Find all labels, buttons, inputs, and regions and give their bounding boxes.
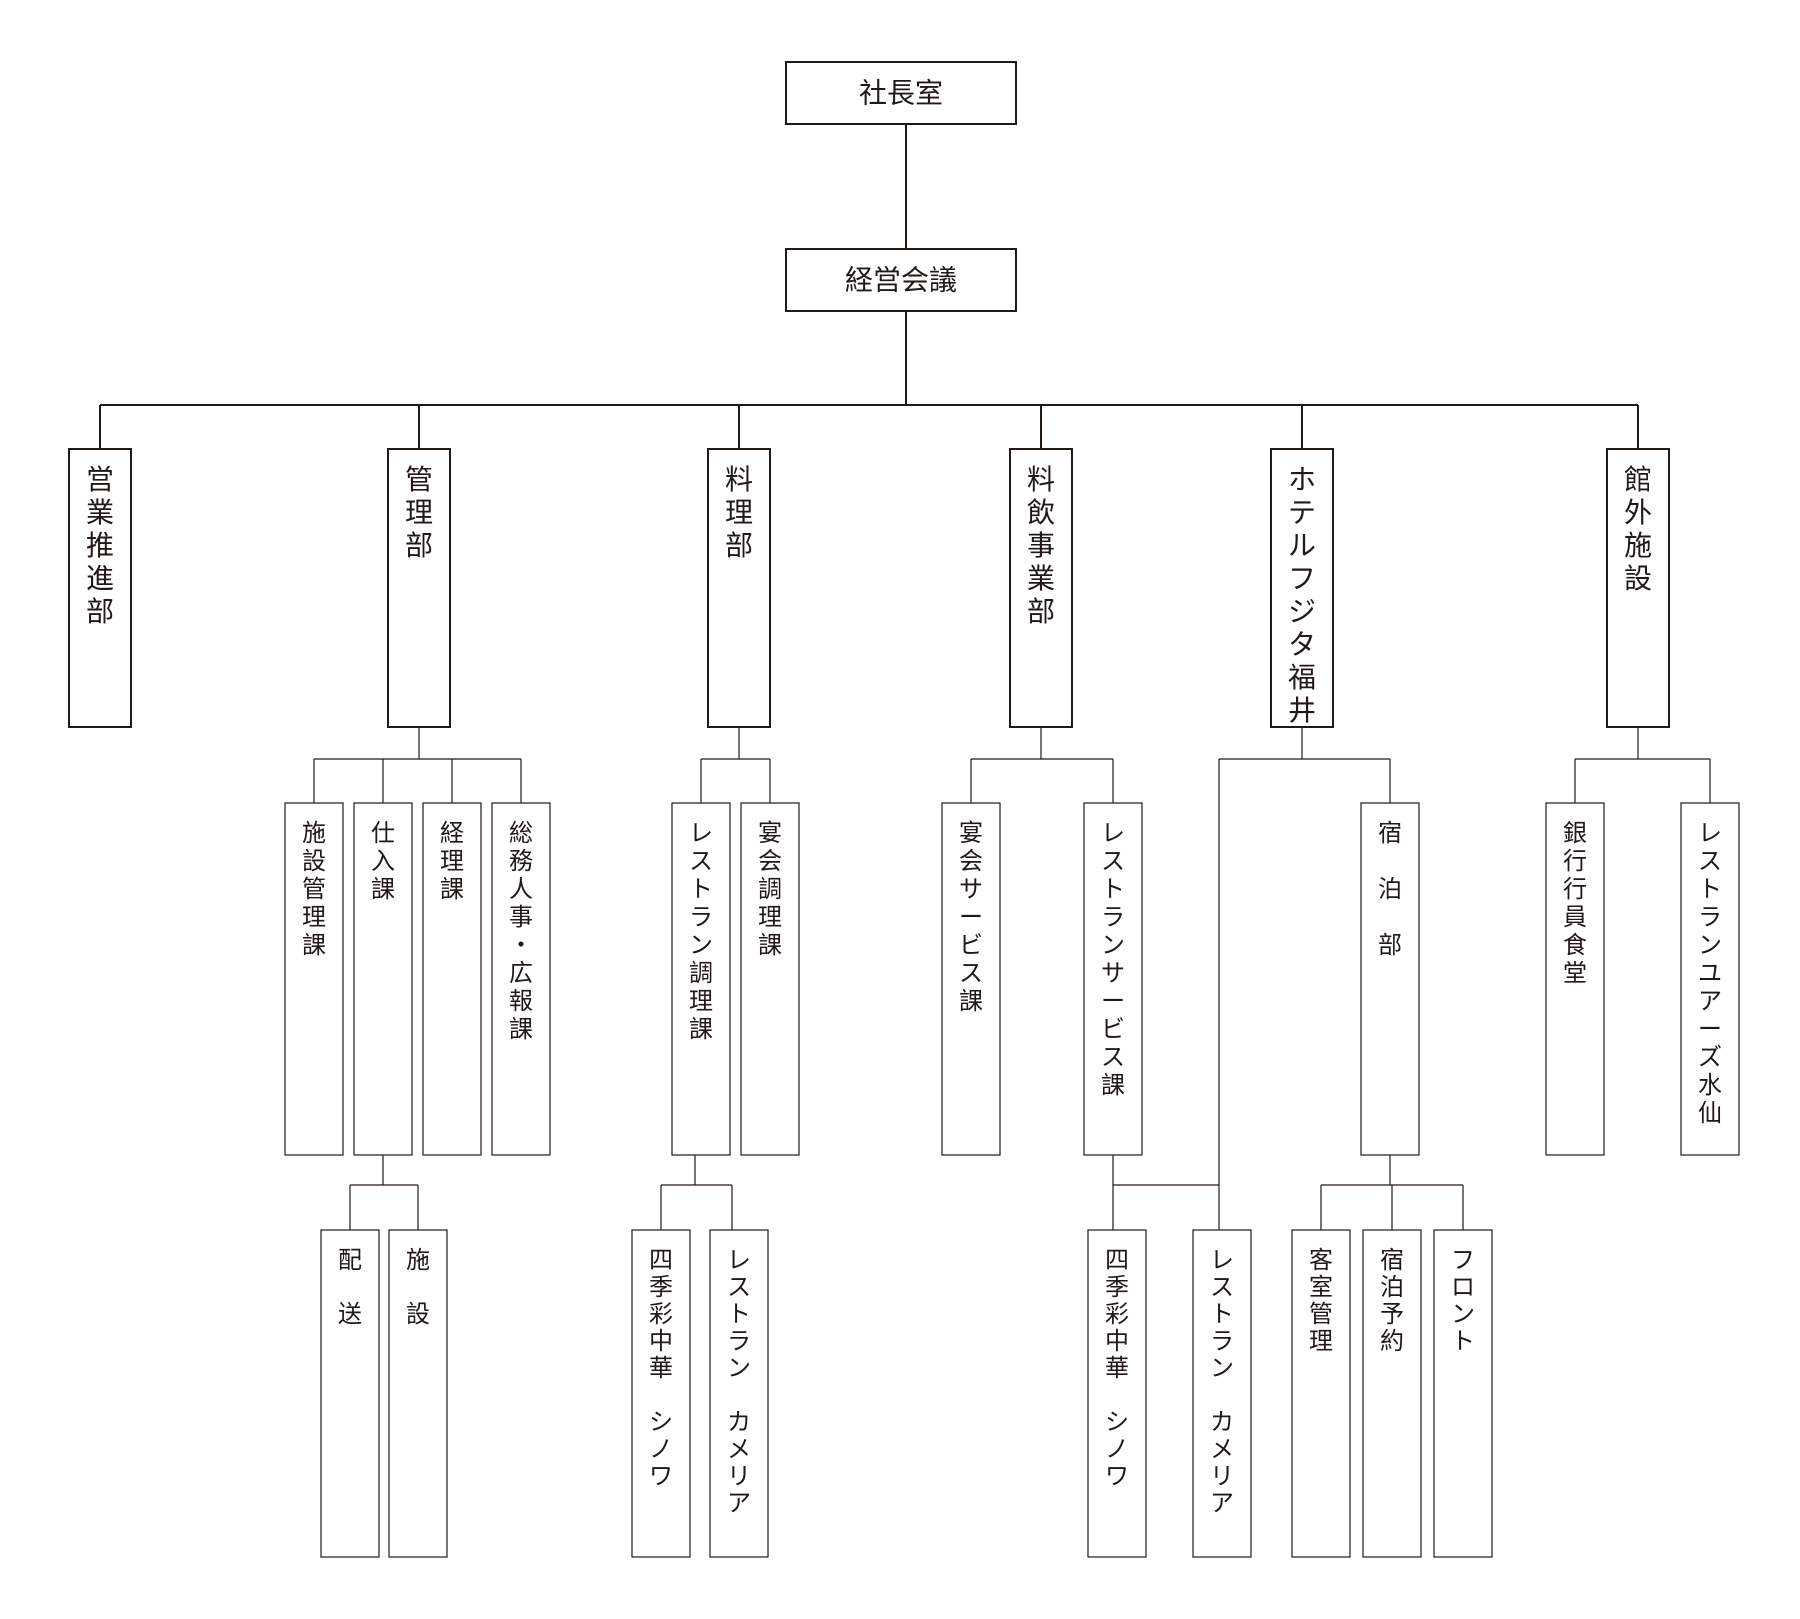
- box-banquet-service-frame: [941, 802, 1001, 1156]
- box-camellia-cooking-label: レストラン カメリア: [727, 1246, 751, 1517]
- box-bank-cafeteria: 銀行行員食堂: [1545, 802, 1605, 1156]
- box-management-meeting-label: 経営会議: [845, 264, 957, 297]
- box-restaurant-service: レストランサービス課: [1083, 802, 1143, 1156]
- box-banquet-service: 宴会サービス課: [941, 802, 1001, 1156]
- box-cooking: 料理部: [707, 448, 771, 728]
- box-lodging: 宿 泊 部: [1360, 802, 1420, 1156]
- box-admin-frame: [387, 448, 451, 728]
- box-accounting-label: 経理課: [440, 819, 464, 903]
- box-banquet-service-label: 宴会サービス課: [959, 819, 983, 1015]
- box-shiki-chuka-hotel-frame: [1087, 1229, 1147, 1558]
- box-general-affairs: 総務人事・広報課: [491, 802, 551, 1156]
- box-president-office-frame: [785, 61, 1017, 125]
- box-delivery-frame: [320, 1229, 380, 1558]
- box-sales-frame: [68, 448, 132, 728]
- box-front: フロント: [1433, 1229, 1493, 1558]
- box-purchasing-label: 仕入課: [371, 819, 395, 903]
- box-shiki-chuka-cooking-frame: [631, 1229, 691, 1558]
- box-accounting: 経理課: [422, 802, 482, 1156]
- box-reservations-label: 宿泊予約: [1380, 1246, 1404, 1355]
- box-purchasing: 仕入課: [353, 802, 413, 1156]
- box-president-office-label: 社長室: [859, 77, 943, 110]
- box-cooking-label: 料理部: [725, 463, 753, 562]
- box-banquet-cooking: 宴会調理課: [740, 802, 800, 1156]
- box-facility-mgmt-label: 施設管理課: [302, 819, 326, 959]
- box-facility: 施 設: [388, 1229, 448, 1558]
- box-facility-mgmt-frame: [284, 802, 344, 1156]
- box-cooking-frame: [707, 448, 771, 728]
- box-admin: 管理部: [387, 448, 451, 728]
- box-restaurant-service-label: レストランサービス課: [1101, 819, 1125, 1099]
- box-hotel-frame: [1270, 448, 1334, 728]
- box-management-meeting-frame: [785, 248, 1017, 312]
- box-yours-suisen-label: レストランユアーズ水仙: [1698, 819, 1722, 1127]
- box-accounting-frame: [422, 802, 482, 1156]
- box-hotel-label: ホテルフジタ福井: [1288, 463, 1316, 727]
- box-camellia-cooking: レストラン カメリア: [709, 1229, 769, 1558]
- box-hotel: ホテルフジタ福井: [1270, 448, 1334, 728]
- box-restaurant-service-frame: [1083, 802, 1143, 1156]
- box-restaurant-cooking-label: レストラン調理課: [689, 819, 713, 1043]
- box-banquet-cooking-frame: [740, 802, 800, 1156]
- box-yours-suisen-frame: [1680, 802, 1740, 1156]
- box-restaurant-cooking-frame: [671, 802, 731, 1156]
- box-bank-cafeteria-label: 銀行行員食堂: [1563, 819, 1587, 987]
- box-delivery-label: 配 送: [338, 1246, 362, 1328]
- box-yours-suisen: レストランユアーズ水仙: [1680, 802, 1740, 1156]
- box-camellia-hotel-frame: [1192, 1229, 1252, 1558]
- box-shiki-chuka-hotel-label: 四季彩中華 シノワ: [1105, 1246, 1129, 1490]
- box-delivery: 配 送: [320, 1229, 380, 1558]
- box-restaurant-cooking: レストラン調理課: [671, 802, 731, 1156]
- box-shiki-chuka-hotel: 四季彩中華 シノワ: [1087, 1229, 1147, 1558]
- box-shiki-chuka-cooking-label: 四季彩中華 シノワ: [649, 1246, 673, 1490]
- box-housekeeping: 客室管理: [1291, 1229, 1351, 1558]
- box-camellia-hotel-label: レストラン カメリア: [1210, 1246, 1234, 1517]
- box-facility-label: 施 設: [406, 1246, 430, 1328]
- box-admin-label: 管理部: [405, 463, 433, 562]
- box-sales: 営業推進部: [68, 448, 132, 728]
- box-facility-frame: [388, 1229, 448, 1558]
- box-management-meeting: 経営会議: [785, 248, 1017, 312]
- box-shiki-chuka-cooking: 四季彩中華 シノワ: [631, 1229, 691, 1558]
- box-president-office: 社長室: [785, 61, 1017, 125]
- box-camellia-cooking-frame: [709, 1229, 769, 1558]
- box-sales-label: 営業推進部: [86, 463, 114, 628]
- box-food-beverage-frame: [1009, 448, 1073, 728]
- box-front-frame: [1433, 1229, 1493, 1558]
- box-food-beverage: 料飲事業部: [1009, 448, 1073, 728]
- box-reservations: 宿泊予約: [1362, 1229, 1422, 1558]
- box-general-affairs-frame: [491, 802, 551, 1156]
- box-food-beverage-label: 料飲事業部: [1027, 463, 1055, 628]
- box-camellia-hotel: レストラン カメリア: [1192, 1229, 1252, 1558]
- box-facility-mgmt: 施設管理課: [284, 802, 344, 1156]
- box-front-label: フロント: [1451, 1246, 1475, 1355]
- box-general-affairs-label: 総務人事・広報課: [509, 819, 533, 1043]
- box-lodging-label: 宿 泊 部: [1378, 819, 1402, 959]
- box-housekeeping-label: 客室管理: [1309, 1246, 1333, 1355]
- connector-lines: [99, 124, 1711, 1230]
- box-lodging-frame: [1360, 802, 1420, 1156]
- box-purchasing-frame: [353, 802, 413, 1156]
- box-external: 館外施設: [1606, 448, 1670, 728]
- box-bank-cafeteria-frame: [1545, 802, 1605, 1156]
- box-housekeeping-frame: [1291, 1229, 1351, 1558]
- box-reservations-frame: [1362, 1229, 1422, 1558]
- box-external-frame: [1606, 448, 1670, 728]
- box-banquet-cooking-label: 宴会調理課: [758, 819, 782, 959]
- box-external-label: 館外施設: [1624, 463, 1652, 595]
